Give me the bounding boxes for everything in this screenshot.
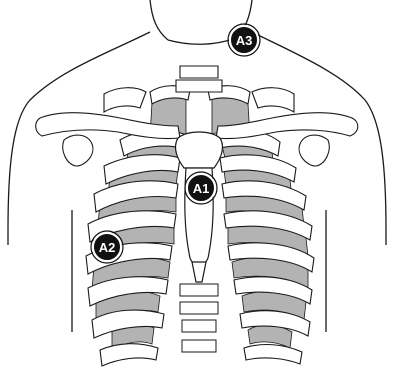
manubrium bbox=[176, 132, 223, 168]
rib bbox=[100, 344, 158, 366]
right-scapula-process bbox=[299, 135, 329, 166]
rib bbox=[252, 88, 294, 112]
neck-left-edge bbox=[150, 0, 168, 40]
vertebra bbox=[182, 340, 216, 352]
marker-a2: A2 bbox=[91, 231, 123, 263]
vertebra bbox=[180, 284, 218, 296]
sternum bbox=[176, 132, 223, 282]
left-scapula-process bbox=[63, 135, 93, 166]
lower-spine bbox=[180, 284, 218, 352]
marker-a3: A3 bbox=[228, 24, 260, 56]
spine-segment bbox=[180, 66, 218, 78]
rib bbox=[244, 345, 302, 364]
marker-a2-label: A2 bbox=[99, 240, 116, 255]
vertebra bbox=[182, 320, 216, 332]
neck-base bbox=[168, 38, 236, 44]
marker-a1: A1 bbox=[185, 172, 217, 204]
marker-a1-label: A1 bbox=[193, 181, 210, 196]
spine-top bbox=[176, 80, 222, 92]
rib bbox=[104, 88, 146, 112]
marker-a3-label: A3 bbox=[236, 33, 253, 48]
vertebra bbox=[180, 302, 218, 314]
xiphoid bbox=[192, 262, 206, 282]
